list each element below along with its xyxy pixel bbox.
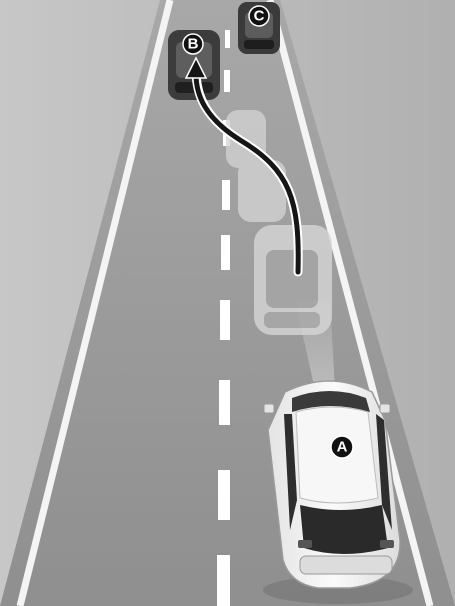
car-c: C [238,2,280,54]
lane-dash [221,235,230,270]
car-a-side-mirror-right [380,404,390,413]
ghost-car-rear-window [264,312,320,328]
lane-dash [219,380,230,425]
lane-dash [225,30,230,48]
car-b-marker-label: B [188,36,199,53]
car-c-rear-window [244,40,274,49]
lane-dash [224,70,230,92]
lane-dash [217,555,230,606]
car-a-rear-bumper [300,556,392,574]
car-a-side-mirror-left [264,404,274,413]
lane-dash [218,470,230,520]
car-a-taillight-left [298,540,312,548]
car-a-rear-window [300,505,388,554]
lane-dash [222,180,230,210]
car-a-taillight-right [380,540,394,548]
lane-dash [220,300,230,340]
car-a-marker-label: A [337,439,348,456]
ghost-car-roof [266,250,318,308]
car-c-marker-label: C [254,8,265,25]
